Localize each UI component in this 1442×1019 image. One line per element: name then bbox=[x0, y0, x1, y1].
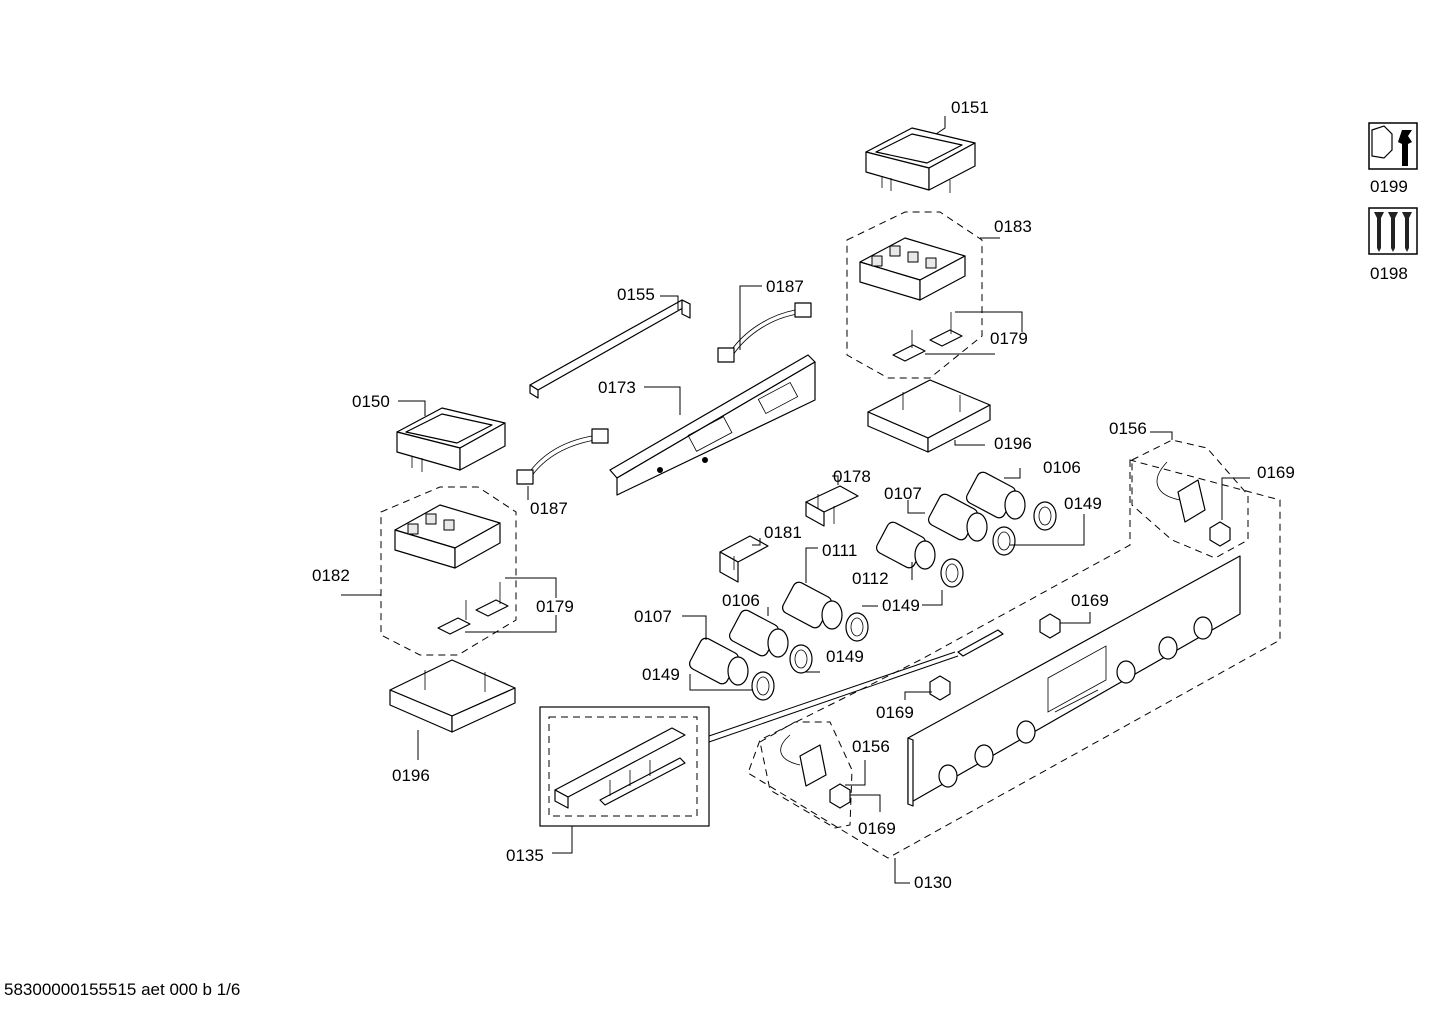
label-0196-top: 0196 bbox=[994, 434, 1032, 453]
label-0156-top: 0156 bbox=[1109, 419, 1147, 438]
part-0169-connector-d bbox=[829, 783, 851, 809]
label-0106-right: 0106 bbox=[1043, 458, 1081, 477]
part-0111-switch bbox=[781, 581, 843, 630]
label-0156-bottom: 0156 bbox=[852, 737, 890, 756]
part-0130-front-panel bbox=[907, 555, 1241, 807]
label-0149-right: 0149 bbox=[1064, 494, 1102, 513]
part-0107-switch-right bbox=[927, 493, 988, 542]
part-0149-ring-mid bbox=[940, 558, 964, 588]
part-0196-tray-left bbox=[389, 659, 516, 733]
part-0169-connector-a bbox=[1209, 521, 1231, 547]
label-0169-a: 0169 bbox=[1257, 463, 1295, 482]
label-0149-left-top: 0149 bbox=[826, 647, 864, 666]
tool-label-0199: 0199 bbox=[1370, 177, 1408, 196]
label-0183: 0183 bbox=[994, 217, 1032, 236]
part-0173-control-frame bbox=[609, 354, 816, 496]
part-0181-bracket bbox=[719, 535, 769, 583]
label-0151: 0151 bbox=[951, 98, 989, 117]
part-0155-rail bbox=[529, 299, 691, 399]
label-0179-left: 0179 bbox=[536, 597, 574, 616]
label-0178: 0178 bbox=[833, 467, 871, 486]
wrench-icon bbox=[1368, 122, 1418, 170]
part-0169-connector-c bbox=[929, 675, 951, 701]
label-0173: 0173 bbox=[598, 378, 636, 397]
part-0187-harness-lower bbox=[516, 428, 609, 485]
part-0135-button-strip bbox=[554, 727, 686, 809]
part-0182-switch-block bbox=[394, 504, 501, 569]
part-0178-bracket bbox=[805, 485, 859, 527]
part-0149-ring-left-bottom bbox=[751, 671, 775, 701]
part-0169-connector-b bbox=[1039, 613, 1061, 639]
label-0107-left: 0107 bbox=[634, 607, 672, 626]
label-0107-right: 0107 bbox=[884, 484, 922, 503]
part-0149-ring-left-top bbox=[789, 644, 813, 674]
part-0151-housing bbox=[865, 127, 976, 193]
part-0106-switch-right bbox=[965, 471, 1026, 520]
label-0169-b: 0169 bbox=[1071, 591, 1109, 610]
screws-icon bbox=[1368, 207, 1418, 255]
label-0169-d: 0169 bbox=[858, 819, 896, 838]
part-0187-harness-upper bbox=[717, 302, 812, 363]
label-0130: 0130 bbox=[914, 873, 952, 892]
part-0150-housing bbox=[396, 407, 506, 472]
part-0156-board-top bbox=[1156, 461, 1206, 523]
part-0179-microswitch-left bbox=[437, 582, 509, 635]
label-0187-top: 0187 bbox=[766, 277, 804, 296]
label-0112: 0112 bbox=[852, 569, 889, 588]
tool-label-0198: 0198 bbox=[1370, 264, 1408, 283]
part-0112-switch bbox=[875, 521, 936, 570]
part-0183-switch-block bbox=[859, 237, 966, 301]
label-0135: 0135 bbox=[506, 846, 544, 865]
part-0107-switch-left bbox=[688, 637, 749, 686]
part-0106-switch-left bbox=[728, 609, 789, 658]
document-id-footer: 58300000155515 aet 000 b 1/6 bbox=[4, 980, 241, 999]
part-0156-board-bottom bbox=[780, 734, 827, 787]
label-0196-left: 0196 bbox=[392, 766, 430, 785]
part-0179-microswitch-top bbox=[892, 312, 963, 362]
label-0149-left-bottom: 0149 bbox=[642, 665, 680, 684]
label-0169-c: 0169 bbox=[876, 703, 914, 722]
label-0150: 0150 bbox=[352, 392, 390, 411]
label-0182: 0182 bbox=[312, 566, 350, 585]
label-0106-left: 0106 bbox=[722, 591, 760, 610]
part-0149-ring-center bbox=[845, 612, 869, 642]
part-0149-ring-right-mid bbox=[992, 526, 1016, 556]
label-0181: 0181 bbox=[764, 523, 802, 542]
part-0135-button-strip-mounted bbox=[957, 629, 1004, 657]
label-0155: 0155 bbox=[617, 285, 655, 304]
label-0111: 0111 bbox=[822, 541, 857, 560]
part-0196-tray-top bbox=[867, 379, 991, 453]
label-0179-top: 0179 bbox=[990, 329, 1028, 348]
label-0149-mid: 0149 bbox=[882, 596, 920, 615]
label-0187-bottom: 0187 bbox=[530, 499, 568, 518]
part-0149-ring-right-top bbox=[1033, 501, 1057, 531]
